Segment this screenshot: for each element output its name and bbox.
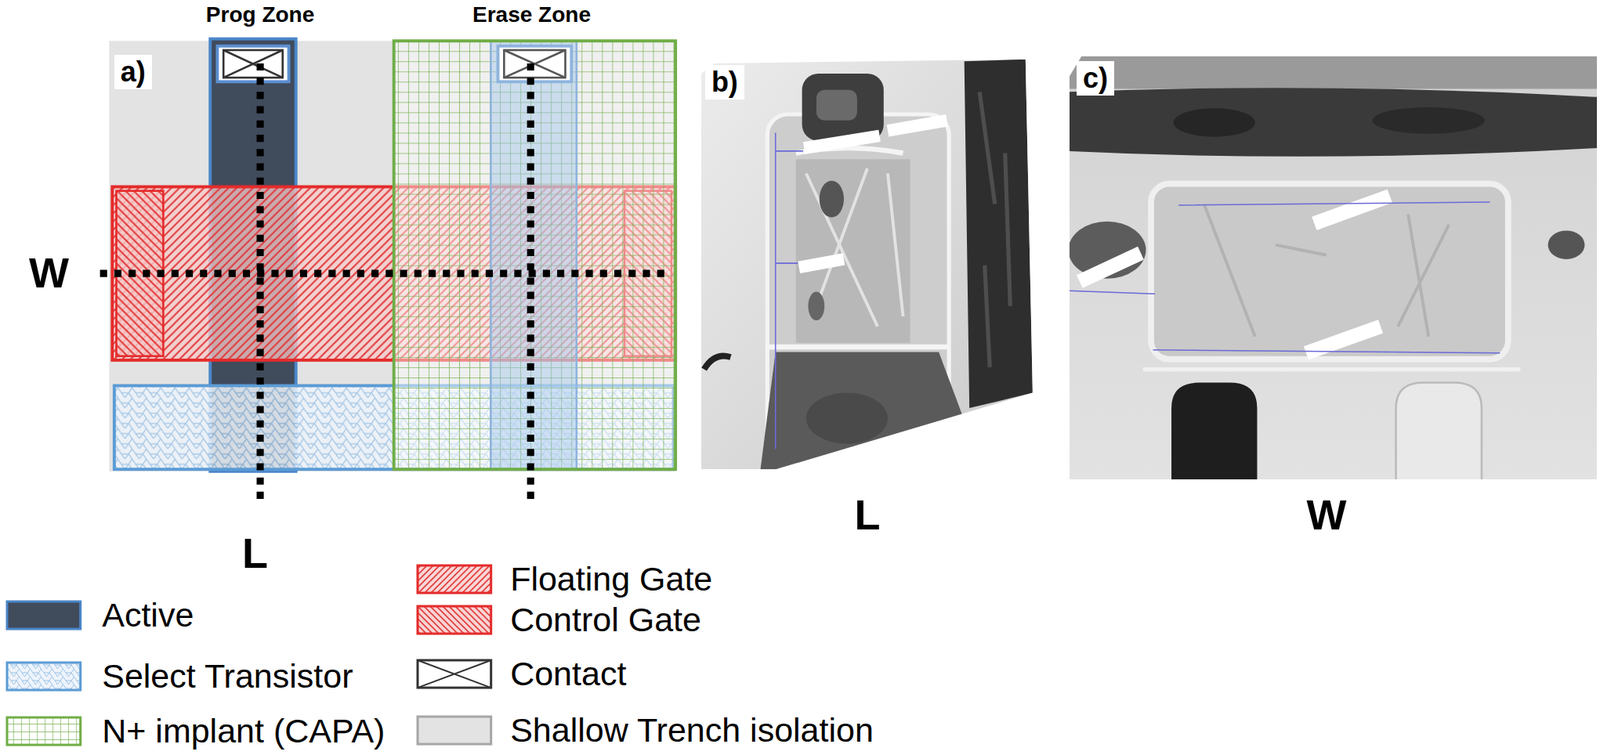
tem-image bbox=[1173, 108, 1256, 137]
tem-image bbox=[1151, 184, 1509, 360]
axis-label: L bbox=[242, 530, 268, 577]
legend-text: Select Transistor bbox=[101, 659, 353, 694]
legend-swatch bbox=[5, 716, 83, 747]
tem-image bbox=[819, 180, 844, 218]
legend-text: Shallow Trench isolation bbox=[510, 713, 874, 748]
legend-swatch bbox=[417, 606, 492, 634]
layout-drawing bbox=[115, 191, 163, 357]
panel-letter: c) bbox=[1076, 61, 1115, 96]
layout-drawing bbox=[108, 40, 676, 472]
tem-image bbox=[1069, 56, 1597, 480]
contact-symbol bbox=[223, 50, 283, 78]
legend-swatch bbox=[7, 717, 81, 746]
contact-symbol bbox=[498, 46, 572, 83]
cut-line bbox=[100, 270, 666, 278]
cut-line bbox=[527, 63, 535, 500]
tem-image bbox=[1079, 195, 1391, 354]
zone-label: Erase Zone bbox=[472, 3, 591, 28]
layout-drawing bbox=[108, 39, 676, 472]
tem-image bbox=[796, 159, 911, 343]
tem-image bbox=[704, 355, 732, 370]
tem-image bbox=[1143, 367, 1521, 372]
legend-text: Control Gate bbox=[510, 603, 702, 638]
panel-letter: a) bbox=[114, 54, 153, 90]
figure-panel: c) bbox=[1069, 56, 1597, 480]
legend-text: Active bbox=[101, 598, 194, 633]
tem-image bbox=[964, 59, 1033, 409]
tem-image bbox=[1372, 107, 1485, 134]
contact-symbol bbox=[503, 50, 565, 78]
layout-drawing bbox=[394, 40, 676, 470]
legend-swatch bbox=[416, 715, 493, 746]
layout-drawing bbox=[394, 40, 676, 470]
tem-image bbox=[701, 56, 1039, 475]
tem-image bbox=[1069, 202, 1501, 354]
contact-symbol bbox=[503, 50, 565, 78]
tem-image bbox=[1069, 87, 1597, 157]
legend-swatch bbox=[416, 604, 493, 636]
figure-panel: b) bbox=[701, 59, 1033, 471]
tem-image bbox=[1396, 383, 1482, 482]
tem-image bbox=[816, 90, 858, 121]
zone-label: Prog Zone bbox=[206, 3, 315, 28]
layout-drawing bbox=[394, 40, 676, 470]
axis-label: L bbox=[854, 492, 880, 539]
legend-swatch bbox=[417, 660, 492, 688]
legend-swatch bbox=[417, 565, 492, 594]
tem-image bbox=[806, 393, 888, 445]
legend-swatch bbox=[416, 658, 493, 690]
tem-image bbox=[802, 73, 884, 142]
legend-swatch bbox=[7, 662, 81, 691]
tem-image bbox=[1548, 230, 1586, 259]
legend-text: Floating Gate bbox=[510, 562, 713, 597]
contact-symbol bbox=[217, 46, 572, 83]
cut-line bbox=[100, 63, 666, 500]
tem-image bbox=[799, 120, 948, 268]
tem-image bbox=[701, 56, 1039, 475]
tem-image bbox=[1069, 56, 1597, 90]
panel-letter: b) bbox=[705, 65, 745, 100]
cut-line bbox=[257, 63, 265, 500]
axis-label: W bbox=[28, 249, 69, 297]
figure-panel: a) bbox=[107, 38, 679, 475]
legend-swatch bbox=[5, 600, 83, 631]
tem-image bbox=[807, 292, 825, 321]
tem-image bbox=[1171, 383, 1257, 482]
legend-text: Contact bbox=[510, 657, 627, 692]
contact-symbol bbox=[223, 50, 283, 78]
legend-swatch bbox=[7, 601, 81, 630]
tem-image bbox=[979, 91, 1010, 368]
contact-symbol bbox=[417, 660, 492, 688]
contact-symbol bbox=[217, 46, 289, 83]
tem-image bbox=[765, 344, 949, 351]
legend-text: N+ implant (CAPA) bbox=[101, 714, 385, 749]
tem-image bbox=[775, 132, 804, 449]
legend-swatch bbox=[5, 661, 83, 692]
tem-image bbox=[1068, 56, 1598, 482]
tem-image bbox=[760, 351, 967, 471]
legend-swatch bbox=[416, 564, 493, 595]
legend-swatch bbox=[417, 716, 492, 745]
tem-image bbox=[806, 168, 904, 327]
axis-label: W bbox=[1306, 492, 1347, 539]
